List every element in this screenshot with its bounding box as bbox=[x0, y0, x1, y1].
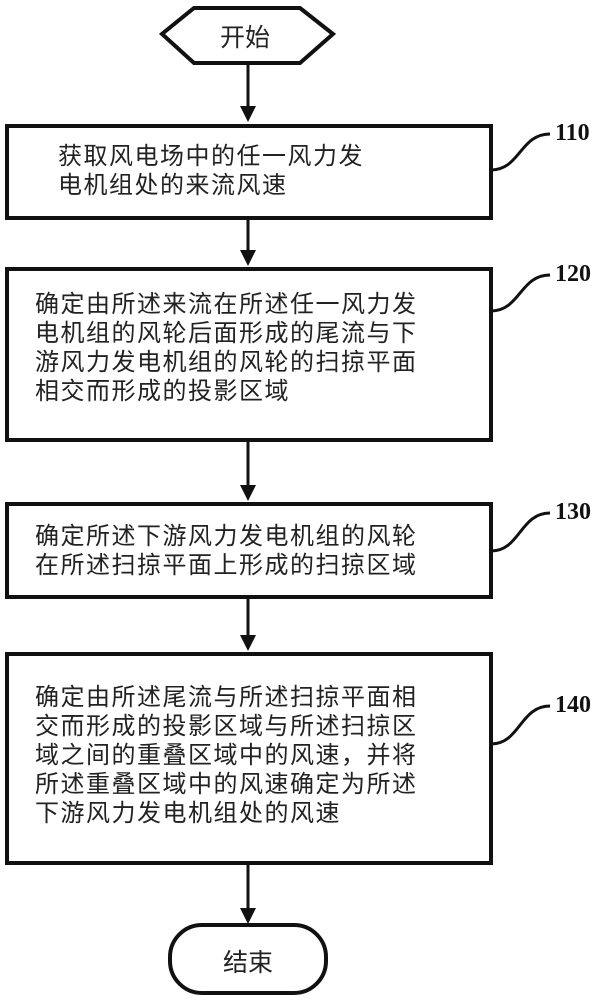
step-number-130: 130 bbox=[555, 499, 591, 525]
step-number-120: 120 bbox=[555, 261, 591, 287]
step-line: 下游风力发电机组处的风速 bbox=[35, 799, 341, 827]
connector-130-140 bbox=[240, 597, 256, 651]
step-box-130 bbox=[5, 502, 493, 599]
start-label: 开始 bbox=[219, 23, 270, 52]
connector-110-120 bbox=[240, 218, 256, 266]
leader-line-140 bbox=[490, 704, 551, 746]
leader-line-120 bbox=[490, 273, 551, 313]
step-line: 所述重叠区域中的风速确定为所述 bbox=[35, 770, 418, 798]
step-text-140: 确定由所述尾流与所述扫掠平面相 交而形成的投影区域与所述扫掠区 域之间的重叠区域… bbox=[35, 683, 418, 828]
step-line: 游风力发电机组的风轮的扫掠平面 bbox=[35, 348, 418, 376]
step-line: 域之间的重叠区域中的风速，并将 bbox=[35, 741, 418, 769]
leader-line-130 bbox=[490, 511, 551, 553]
step-line: 电机组的风轮后面形成的尾流与下 bbox=[35, 319, 418, 347]
step-line: 确定由所述尾流与所述扫掠平面相 bbox=[35, 683, 418, 711]
step-line: 交而形成的投影区域与所述扫掠区 bbox=[35, 712, 418, 740]
step-box-110 bbox=[5, 124, 493, 220]
step-text-120: 确定由所述来流在所述任一风力发 电机组的风轮后面形成的尾流与下 游风力发电机组的… bbox=[35, 290, 418, 406]
step-line: 确定由所述来流在所述任一风力发 bbox=[35, 290, 418, 318]
step-line: 在所述扫掠平面上形成的扫掠区域 bbox=[35, 551, 418, 579]
end-terminal-shape bbox=[168, 923, 328, 995]
end-label: 结束 bbox=[222, 948, 273, 977]
step-number-140: 140 bbox=[555, 692, 591, 718]
step-line: 相交而形成的投影区域 bbox=[35, 377, 290, 405]
step-line: 电机组处的来流风速 bbox=[58, 171, 288, 199]
connector-140-end bbox=[240, 863, 256, 924]
step-number-110: 110 bbox=[555, 120, 590, 146]
connector-start-110 bbox=[240, 63, 256, 122]
step-text-110: 获取风电场中的任一风力发 电机组处的来流风速 bbox=[58, 142, 364, 200]
step-box-140 bbox=[5, 652, 493, 865]
connector-120-130 bbox=[240, 440, 256, 501]
step-line: 确定所述下游风力发电机组的风轮 bbox=[35, 522, 418, 550]
leader-line-110 bbox=[490, 132, 551, 172]
start-terminal-shape bbox=[158, 6, 337, 65]
step-line: 获取风电场中的任一风力发 bbox=[58, 142, 364, 170]
step-box-120 bbox=[5, 267, 493, 442]
step-text-130: 确定所述下游风力发电机组的风轮 在所述扫掠平面上形成的扫掠区域 bbox=[35, 522, 418, 580]
